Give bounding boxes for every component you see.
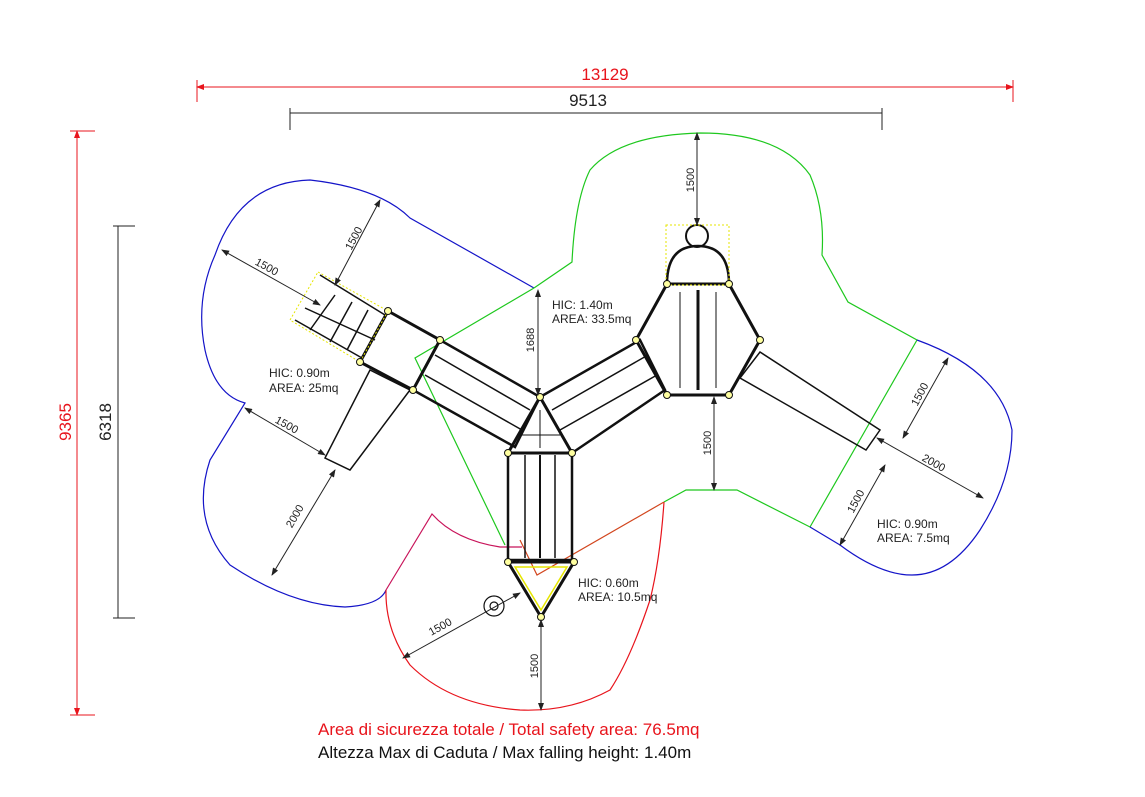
dim-label: 1500: [685, 168, 697, 192]
tower-arch: [665, 244, 731, 285]
left-bridge: [411, 338, 542, 449]
dim-label: 1500: [529, 654, 541, 678]
bottom-zone-area: AREA: 10.5mq: [578, 590, 657, 604]
clearance-dimensions: [221, 132, 984, 711]
right-safety-zone-boundary: [809, 339, 1013, 576]
center-inner-zone-line: [414, 287, 535, 546]
dim-label: 1500: [702, 431, 714, 455]
overall-width-label: 13129: [581, 65, 628, 84]
center-zone-area: AREA: 33.5mq: [552, 312, 631, 326]
dim-label: 1500: [273, 414, 300, 436]
bottom-bridge: [506, 451, 574, 562]
climbing-net: [289, 271, 389, 363]
overall-width-dimension: 13129: [196, 65, 1014, 102]
equipment-height-dimension: 6318: [96, 225, 135, 619]
dim-label: 1688: [525, 328, 537, 352]
play-structure: [289, 224, 882, 621]
total-safety-area-note: Area di sicurezza totale / Total safety …: [318, 720, 700, 739]
left-slide: [323, 368, 412, 471]
dim-label: 2000: [920, 452, 947, 474]
left-zone-hic: HIC: 0.90m: [269, 366, 330, 380]
bottom-inner-zone-line: [519, 501, 665, 576]
equipment-height-label: 6318: [96, 403, 115, 441]
right-slide: [738, 350, 882, 451]
tower-ring: [685, 224, 709, 248]
bottom-safety-zone-boundary: [385, 501, 665, 711]
dim-label: 1500: [909, 381, 931, 408]
center-safety-zone-boundary: [533, 132, 918, 528]
equipment-width-dimension: 9513: [289, 91, 883, 130]
right-zone-area: AREA: 7.5mq: [877, 531, 950, 545]
structure-joints: [356, 280, 764, 621]
left-zone-area: AREA: 25mq: [269, 381, 338, 395]
bottom-triangle-platform: [505, 560, 577, 620]
right-zone-hic: HIC: 0.90m: [877, 517, 938, 531]
dim-label: 1500: [427, 616, 454, 638]
dim-label: 1500: [343, 225, 365, 252]
dim-label: 2000: [284, 503, 307, 530]
overall-height-dimension: 9365: [56, 130, 95, 716]
equipment-width-label: 9513: [569, 91, 607, 110]
zone-labels: HIC: 0.90m AREA: 25mq HIC: 1.40m AREA: 3…: [269, 298, 950, 604]
left-bottom-safety-zone-boundary: [385, 512, 522, 591]
overall-height-label: 9365: [56, 403, 75, 441]
center-zone-hic: HIC: 1.40m: [552, 298, 613, 312]
max-falling-height-note: Altezza Max di Caduta / Max falling heig…: [318, 743, 692, 762]
flower-spinner: [483, 595, 505, 617]
bottom-zone-hic: HIC: 0.60m: [578, 576, 639, 590]
left-safety-zone-boundary: [201, 179, 535, 608]
